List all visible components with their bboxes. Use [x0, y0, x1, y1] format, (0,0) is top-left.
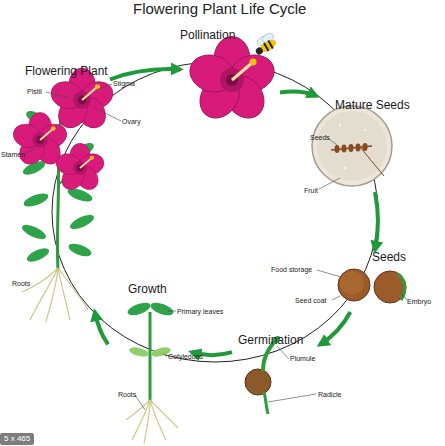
part-label: Embryo [407, 298, 431, 305]
seedling-illustration [126, 300, 178, 444]
cycle-arrow [280, 91, 316, 96]
stage-group: Germination [232, 332, 320, 416]
part-label: Food storage [271, 266, 312, 273]
watermark: 5 x 465 [0, 433, 34, 445]
part-label: Stamen [1, 151, 25, 158]
cycle-arrow [110, 69, 180, 79]
flowering-plant [10, 68, 121, 322]
part-label: Ovary [122, 118, 141, 125]
stage-heading: Growth [128, 282, 167, 296]
stage-group: Flowering Plant [2, 62, 110, 312]
part-label: Seed coat [295, 297, 327, 304]
seed-illustration [317, 269, 407, 303]
stage-heading: Pollination [180, 28, 235, 42]
part-label: Stigma [113, 80, 135, 87]
part-label: Seeds [310, 134, 330, 141]
cycle-arrow [320, 312, 350, 345]
stage-heading: Mature Seeds [335, 98, 410, 112]
pollination-flower [185, 31, 279, 125]
stage-heading: Flowering Plant [25, 64, 108, 78]
cycle-arrow [375, 192, 378, 250]
part-label: Pistil [27, 88, 42, 95]
cycle-arrow [95, 312, 108, 344]
stage-group: Pollination [180, 28, 280, 120]
stage-group: Mature Seeds [305, 96, 417, 192]
part-label: Plumule [290, 355, 315, 362]
part-label: Fruit [304, 187, 318, 194]
part-label: Radicle [318, 391, 341, 398]
part-label: Roots [118, 391, 136, 398]
diagram-title: Flowering Plant Life Cycle [133, 0, 306, 17]
part-label: Roots [12, 280, 30, 287]
part-label: Primary leaves [177, 308, 223, 315]
fruit-illustration [312, 106, 392, 189]
stage-heading: Germination [238, 333, 303, 347]
stage-heading: Seeds [372, 250, 406, 264]
part-label: Cotyledons [168, 353, 203, 360]
